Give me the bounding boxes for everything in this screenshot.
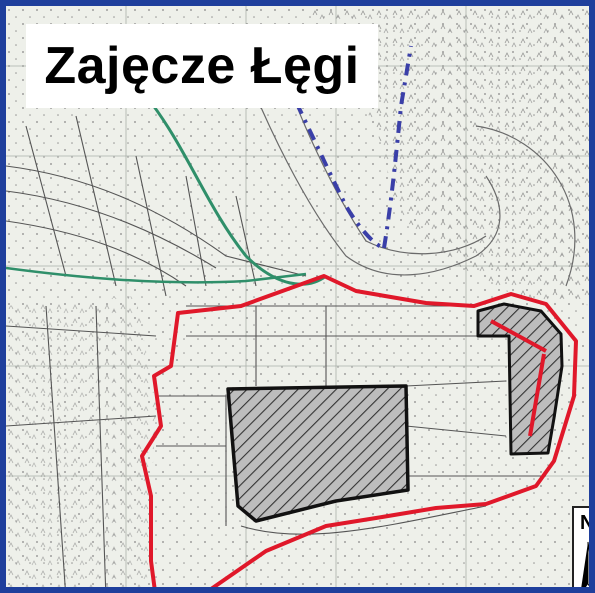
river-channel: [235, 45, 501, 276]
north-arrow-icon: [581, 541, 589, 587]
north-label: N: [580, 512, 595, 534]
hatched-zone-central: [226, 384, 410, 523]
protected-area-boundary: [140, 274, 578, 587]
north-arrow-box: N: [572, 506, 595, 587]
meadow-area-sw: [6, 296, 156, 587]
plot-lines: [6, 115, 546, 587]
dashed-blue-border-2: [382, 45, 413, 249]
dashed-blue-border: [254, 24, 385, 250]
river-oxbow: [475, 125, 576, 287]
hatched-zone-east: [476, 302, 564, 456]
river-bank-green-2: [6, 266, 307, 284]
map-title: Zajęcze Łęgi: [44, 37, 360, 95]
red-marker-east: [490, 319, 547, 437]
map-title-box: Zajęcze Łęgi: [26, 24, 378, 108]
